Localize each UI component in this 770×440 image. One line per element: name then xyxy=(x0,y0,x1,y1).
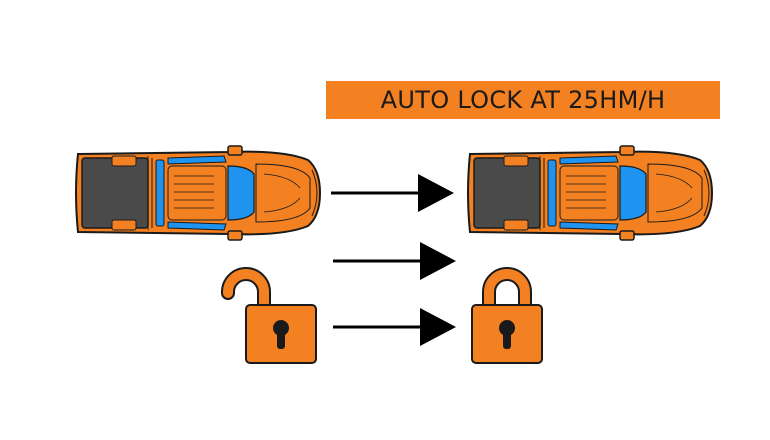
truck-before-icon xyxy=(75,145,321,241)
banner-text: AUTO LOCK AT 25HM/H xyxy=(380,86,666,114)
arrow-truck-right-icon xyxy=(331,174,454,212)
arrow-lock-right-icon xyxy=(333,308,456,346)
arrow-middle-right-icon xyxy=(333,242,456,280)
unlocked-padlock-icon xyxy=(221,267,317,364)
truck-after-icon xyxy=(467,145,713,241)
auto-lock-banner: AUTO LOCK AT 25HM/H xyxy=(326,81,720,119)
locked-padlock-icon xyxy=(471,267,543,364)
